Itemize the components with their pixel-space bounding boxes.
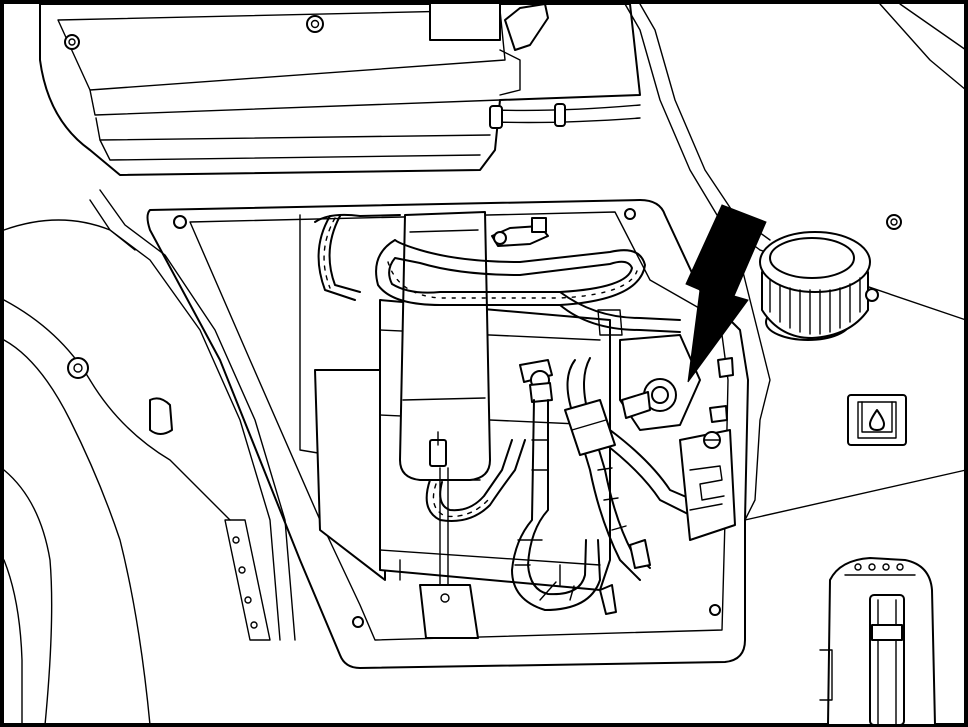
fluid-drop-symbol-icon (847, 394, 907, 446)
ground-cable (425, 439, 526, 522)
coiled-wiring-harness (375, 239, 681, 336)
top-cover-housing (39, 3, 641, 176)
cable-clips (489, 103, 641, 129)
battery-terminal-top (491, 217, 549, 247)
rivet-strip (224, 519, 271, 641)
terminal-block (619, 334, 736, 541)
left-dashed-cable (314, 213, 401, 301)
negative-terminal-cable (511, 359, 601, 611)
right-wiring-bundle (564, 357, 706, 615)
hold-down-bracket (399, 211, 491, 639)
reservoir-cap (759, 231, 879, 341)
right-body-panel (624, 3, 967, 521)
sight-gauge (819, 557, 936, 726)
indicator-arrow-icon (685, 204, 767, 383)
